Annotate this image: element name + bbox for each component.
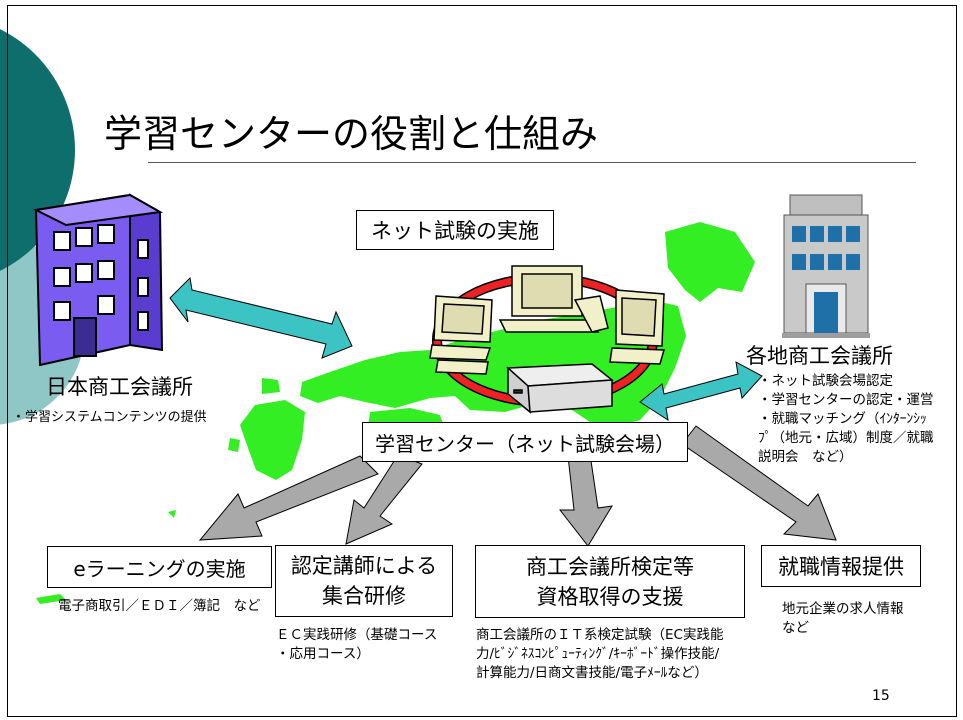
arrow-to-certification	[558, 453, 613, 547]
local-link-arrow	[639, 361, 763, 422]
service-box-job-info: 就職情報提供	[761, 545, 921, 587]
arrow-to-job-info	[681, 425, 837, 541]
local-note-line: ・ネット試験会場認定	[758, 373, 893, 389]
local-note-line: ・学習センターの認定・運営	[758, 392, 934, 408]
learning-center-box: 学習センター（ネット試験会場）	[362, 422, 688, 462]
computer-right	[609, 289, 665, 365]
local-note-line: ・就職マッチング（ｲﾝﾀｰﾝｼｯ	[758, 411, 927, 427]
local-label: 各地商工会議所	[746, 344, 893, 368]
service-box-training: 認定講師による 集合研修	[275, 545, 453, 617]
service-label: 就職情報提供	[778, 555, 904, 579]
server-hub	[506, 363, 614, 414]
net-exam-box: ネット試験の実施	[356, 210, 554, 250]
slide-frame	[7, 5, 957, 717]
service-label: 集合研修	[322, 584, 406, 608]
jcci-link-arrow	[169, 276, 353, 359]
service-label: 認定講師による	[290, 554, 438, 578]
local-notes: ・ネット試験会場認定 ・学習センターの認定・運営 ・就職マッチング（ｲﾝﾀｰﾝｼ…	[758, 372, 934, 467]
arrow-to-elearning	[198, 455, 379, 541]
arrow-to-training	[345, 454, 423, 545]
computer-left	[429, 295, 493, 375]
service-note-line: 電子商取引／ＥＤＩ／簿記 など	[58, 598, 261, 614]
computer-top	[498, 265, 609, 333]
jcci-label: 日本商工会議所	[46, 375, 193, 399]
service-note-line: など	[782, 620, 809, 636]
service-note-line: 商工会議所のＩＴ系検定試験（EC実践能	[476, 627, 724, 643]
service-note-line: 計算能力/日商文書技能/電子ﾒｰﾙなど）	[476, 665, 708, 681]
page-title: 学習センターの役割と仕組み	[104, 112, 599, 156]
service-box-certification: 商工会議所検定等 資格取得の支援	[475, 545, 745, 618]
service-label: 商工会議所検定等	[526, 554, 694, 579]
service-box-elearning: eラーニングの実施	[47, 546, 272, 588]
jcci-note: ・学習システムコンテンツの提供	[12, 410, 207, 425]
service-note-line: 力/ﾋﾞｼﾞﾈｽｺﾝﾋﾟｭｰﾃｨﾝｸﾞ/ｷｰﾎﾞｰﾄﾞ操作技能/	[476, 646, 720, 662]
title-underline	[148, 162, 916, 163]
local-note-line: ﾌﾟ（地元・広域）制度／就職	[758, 430, 934, 446]
learning-center-label: 学習センター（ネット試験会場）	[375, 431, 675, 456]
page-number: 15	[872, 688, 890, 704]
service-notes-training: ＥＣ実践研修（基礎コース ・応用コース）	[276, 626, 437, 664]
service-notes-elearning: 電子商取引／ＥＤＩ／簿記 など	[58, 597, 261, 616]
service-label: eラーニングの実施	[73, 556, 246, 581]
service-notes-certification: 商工会議所のＩＴ系検定試験（EC実践能 力/ﾋﾞｼﾞﾈｽｺﾝﾋﾟｭｰﾃｨﾝｸﾞ/…	[476, 626, 723, 683]
net-exam-label: ネット試験の実施	[371, 219, 539, 243]
service-note-line: ・応用コース）	[276, 646, 370, 662]
service-note-line: ＥＣ実践研修（基礎コース	[276, 627, 438, 643]
service-note-line: 地元企業の求人情報	[782, 601, 904, 617]
service-label: 資格取得の支援	[536, 584, 684, 609]
local-note-line: 説明会 など）	[758, 449, 853, 465]
service-notes-job-info: 地元企業の求人情報 など	[782, 600, 904, 638]
